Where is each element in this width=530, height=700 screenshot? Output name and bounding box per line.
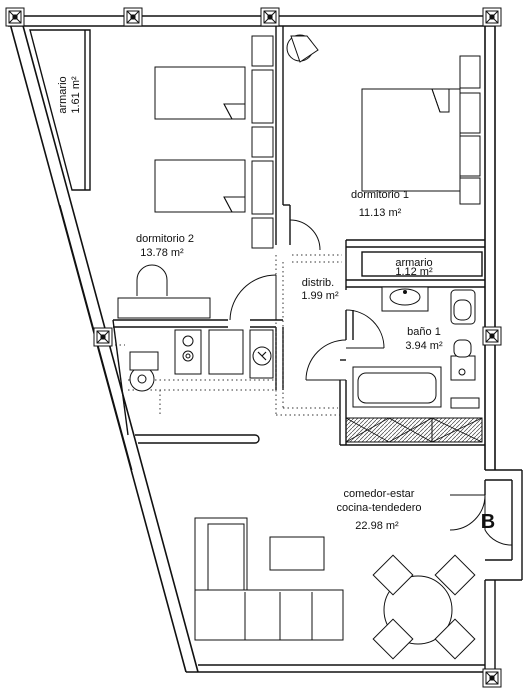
dormitorio-1-area: 11.13 m²: [359, 207, 402, 219]
column-marker-icon: [93, 327, 113, 347]
sink-icon: [129, 366, 155, 392]
comedor-area: 22.98 m²: [355, 520, 399, 532]
column-marker-icon: [123, 7, 143, 27]
dormitorio-2-area: 13.78 m²: [140, 247, 184, 259]
column-marker-icon: [482, 668, 502, 688]
sink-icon: [381, 286, 429, 312]
toilet-icon: [450, 339, 476, 381]
column-marker-icon: [482, 7, 502, 27]
room-labels: armario 1.61 m² dormitorio 2 13.78 m² do…: [57, 76, 495, 533]
armario-left-area: 1.61 m²: [70, 76, 82, 114]
column-marker-icon: [5, 7, 25, 27]
dormitorio-1-name: dormitorio 1: [351, 189, 409, 201]
bano-1-area: 3.94 m²: [405, 340, 443, 352]
armario-right-name: armario: [395, 257, 432, 269]
column-marker-icon: [482, 326, 502, 346]
door-swings: [229, 219, 513, 546]
coffee-table: [269, 536, 325, 571]
bed-icon: [154, 159, 246, 213]
chair-icon: [286, 34, 319, 63]
column-marker-icon: [260, 7, 280, 27]
sink-icon: [252, 346, 272, 366]
distrib-area: 1.99 m²: [301, 290, 339, 302]
dormitorio-2-name: dormitorio 2: [136, 233, 194, 245]
distrib-name: distrib.: [302, 277, 334, 289]
kitchen-fixtures: [129, 329, 274, 392]
bathtub-icon: [352, 366, 442, 408]
bidet-icon: [450, 289, 476, 325]
stove-icon: [182, 335, 194, 362]
bedroom-1-furniture: [286, 34, 481, 205]
comedor-name-line1: comedor-estar: [344, 488, 415, 500]
chair-icon: [136, 264, 168, 296]
living-room-furniture: [194, 517, 476, 660]
comedor-name-line2: cocina-tendedero: [336, 502, 421, 514]
bed-icon: [361, 88, 461, 192]
bathroom-fixtures: [345, 286, 483, 443]
dotted-lines: [115, 254, 343, 416]
bano-1-name: baño 1: [407, 326, 441, 338]
bedroom-2-furniture: [117, 35, 274, 319]
armario-right-area: 1.12 m²: [395, 266, 433, 278]
bed-icon: [154, 66, 246, 120]
storage-hatched: [345, 417, 483, 443]
unit-label: B: [481, 511, 495, 533]
dining-table-icon: [372, 554, 476, 660]
sofa-icon: [194, 517, 344, 641]
armario-left-name: armario: [57, 76, 69, 113]
